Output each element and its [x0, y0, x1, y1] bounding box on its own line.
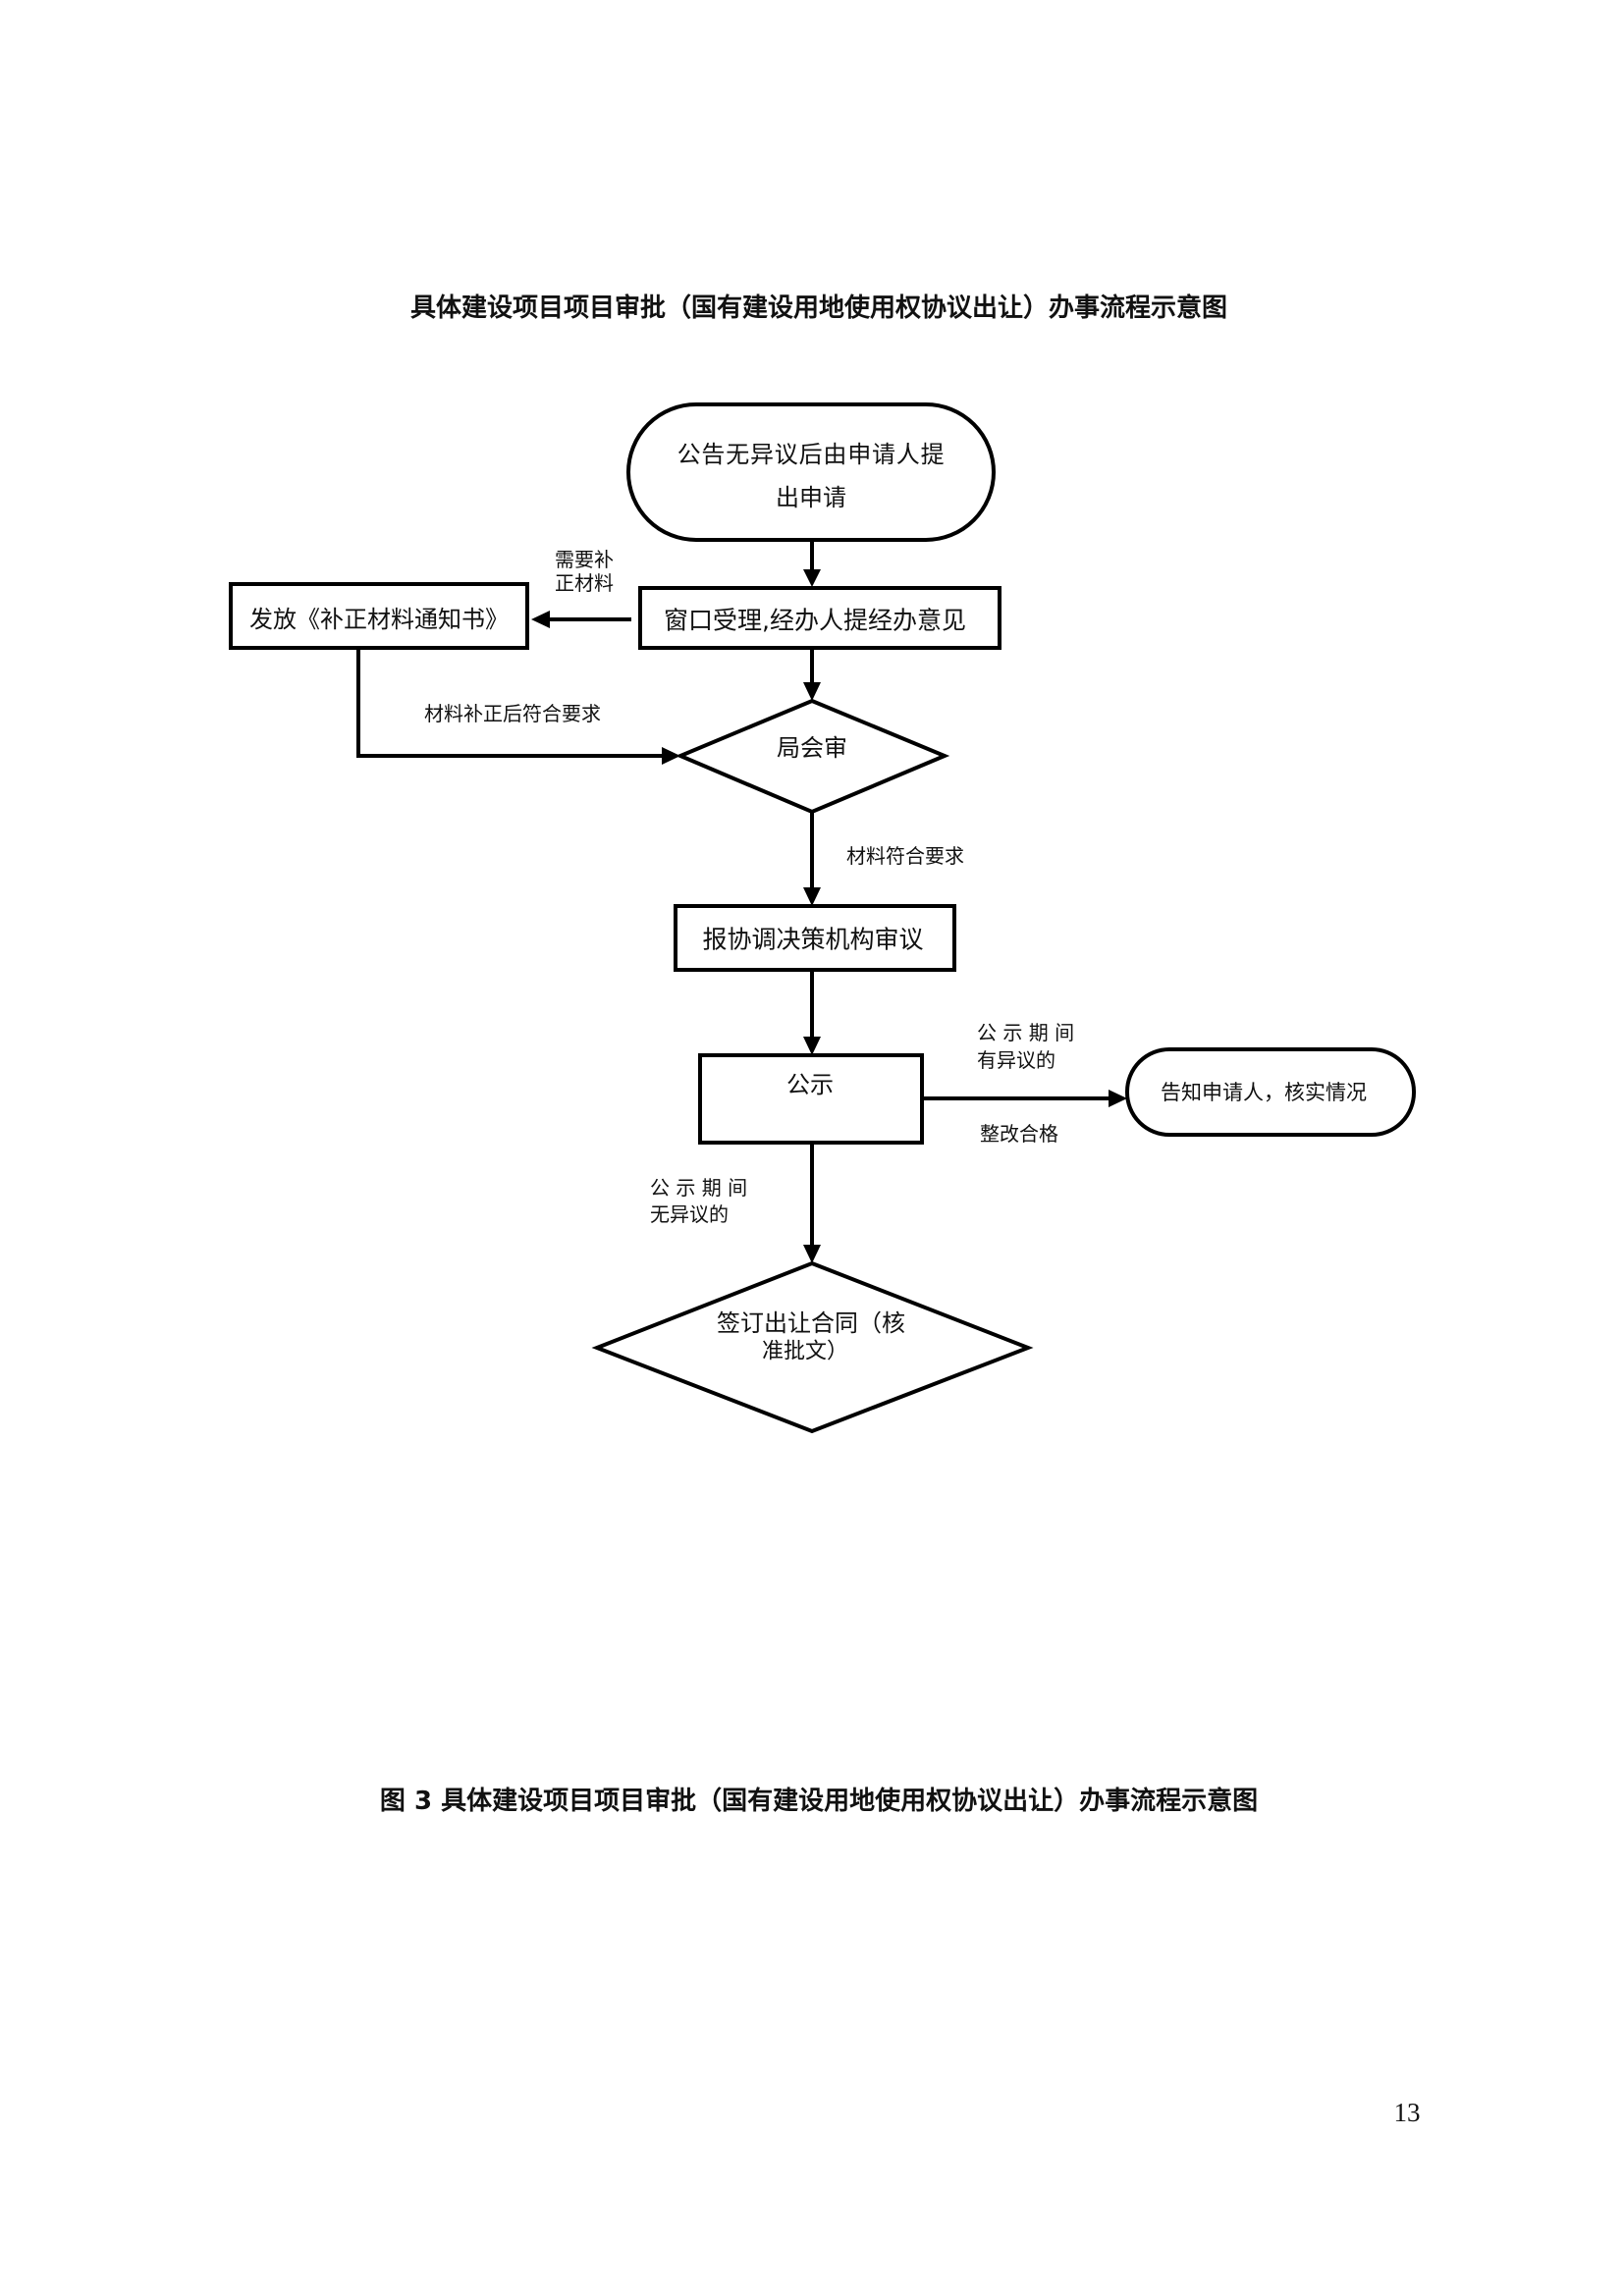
process-shape — [674, 904, 956, 972]
arrowhead-icon — [803, 1037, 821, 1055]
terminal-shape — [626, 402, 996, 542]
edge-label: 正材料 — [555, 571, 614, 595]
node-text: 签订出让合同（核 — [717, 1309, 905, 1337]
edge-label: 材料符合要求 — [846, 844, 964, 868]
arrowhead-icon — [803, 569, 821, 587]
node-text: 出申请 — [776, 484, 846, 511]
node-text: 告知申请人，核实情况 — [1161, 1081, 1367, 1104]
node-window-acceptance: 窗口受理,经办人提经办意见 — [638, 586, 1001, 650]
node-text: 发放《补正材料通知书》 — [249, 606, 509, 633]
edge-notice-to-review: 材料补正后符合要求 — [356, 648, 680, 765]
edge-label: 材料补正后符合要求 — [424, 702, 601, 725]
edge-review-to-coordination: 材料符合要求 — [803, 812, 964, 906]
terminal-shape — [1125, 1047, 1416, 1137]
node-bureau-review: 局会审 — [675, 698, 950, 815]
node-issue-notice: 发放《补正材料通知书》 — [229, 582, 529, 650]
edge-label: 无异议的 — [650, 1202, 729, 1226]
edge-publicity-to-sign: 公 示 期 间 无异议的 — [650, 1143, 821, 1263]
edge-label: 公 示 期 间 — [650, 1176, 747, 1200]
process-shape — [229, 582, 529, 650]
arrowhead-icon — [803, 682, 821, 701]
figure-caption: 图 3 具体建设项目项目审批（国有建设用地使用权协议出让）办事流程示意图 — [380, 1786, 1258, 1816]
node-text: 窗口受理,经办人提经办意见 — [664, 607, 966, 635]
arrowhead-icon — [1109, 1090, 1127, 1107]
node-text: 公告无异议后由申请人提 — [677, 441, 946, 468]
edge-window-to-notice: 需要补 正材料 — [531, 548, 631, 628]
process-shape — [698, 1053, 924, 1145]
arrowhead-icon — [531, 611, 550, 628]
node-text: 局会审 — [777, 734, 847, 762]
node-text: 报协调决策机构审议 — [702, 926, 923, 954]
node-start: 公告无异议后由申请人提 出申请 — [626, 402, 996, 542]
node-publicity: 公示 — [698, 1053, 924, 1145]
edge-label-below: 整改合格 — [980, 1122, 1058, 1146]
node-text: 准批文） — [762, 1340, 848, 1364]
edge-label: 有异议的 — [977, 1048, 1056, 1072]
node-inform-applicant: 告知申请人，核实情况 — [1125, 1047, 1416, 1137]
page-title: 具体建设项目项目审批（国有建设用地使用权协议出让）办事流程示意图 — [410, 293, 1227, 323]
decision-shape — [591, 1260, 1034, 1434]
arrowhead-icon — [803, 1245, 821, 1263]
arrowhead-icon — [803, 887, 821, 906]
node-text: 公示 — [786, 1071, 834, 1098]
edge-label: 需要补 — [555, 548, 614, 571]
process-shape — [638, 586, 1001, 650]
node-sign-contract: 签订出让合同（核 准批文） — [591, 1260, 1034, 1434]
edge-publicity-to-inform: 公 示 期 间 有异议的 整改合格 — [922, 1021, 1127, 1146]
edge-start-to-window — [803, 540, 821, 587]
decision-shape — [675, 698, 950, 815]
edge-window-to-review — [803, 648, 821, 701]
edge-coordination-to-publicity — [803, 970, 821, 1055]
node-coordination-review: 报协调决策机构审议 — [674, 904, 956, 972]
arrowhead-icon — [662, 747, 680, 765]
page-number: 13 — [1394, 2098, 1421, 2127]
edge-label: 公 示 期 间 — [977, 1021, 1074, 1044]
edge-line — [356, 648, 664, 758]
